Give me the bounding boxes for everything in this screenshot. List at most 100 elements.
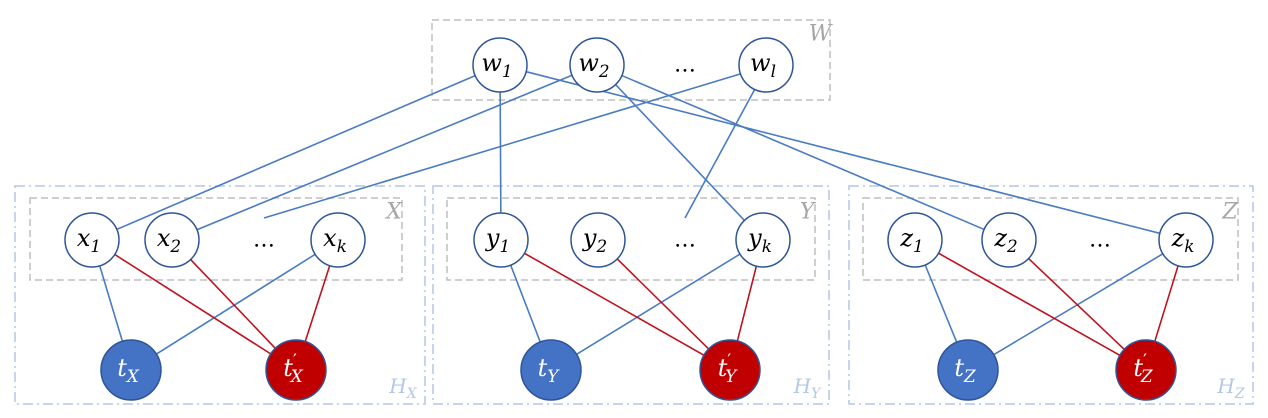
node-yk: yk — [735, 212, 791, 268]
node-z2: z2 — [981, 212, 1037, 268]
hy-group-label: HY — [793, 374, 822, 402]
node-label: y2 — [582, 224, 607, 256]
edge-z2-tZp — [1028, 258, 1125, 350]
edge-x1-tX — [98, 265, 124, 342]
target-circle — [699, 339, 761, 401]
node-circle — [570, 212, 626, 268]
node-z_ellipsis: … — [1089, 228, 1111, 253]
x-group-box — [29, 197, 403, 281]
edge-y1-tYp — [524, 252, 705, 356]
edge-yk-tY — [576, 253, 741, 355]
y-group-box — [446, 197, 816, 281]
hy-group-box — [432, 185, 830, 405]
node-label: x2 — [157, 224, 181, 256]
node-w1: w1 — [472, 37, 528, 93]
target-label: t′Y — [718, 350, 738, 386]
node-x2: x2 — [144, 212, 200, 268]
edge-zk-tZ — [993, 253, 1164, 356]
edge-x1-tXp — [114, 253, 272, 355]
edge-z1-tZp — [938, 252, 1121, 356]
edge-w1-y1 — [499, 91, 502, 214]
edge-xk-tX — [155, 253, 316, 355]
hx-group-label: HX — [388, 374, 417, 402]
node-label: y1 — [485, 224, 510, 256]
node-circle — [64, 212, 120, 268]
node-label: xk — [323, 224, 347, 256]
hz-group-box — [848, 185, 1254, 405]
node-circle — [735, 212, 791, 268]
node-label: z2 — [993, 224, 1017, 256]
node-label: x1 — [77, 224, 101, 256]
ellipsis-label: … — [253, 228, 275, 253]
edge-z1-tZ — [924, 264, 958, 343]
node-y_ellipsis: … — [674, 228, 696, 253]
edge-w1-x1 — [116, 74, 476, 231]
node-y1: y1 — [473, 212, 529, 268]
edge-w2-x2 — [196, 74, 573, 231]
hz-group-label: HZ — [1216, 374, 1244, 402]
ellipsis-label: … — [674, 228, 696, 253]
node-label: wl — [750, 49, 776, 81]
node-circle — [887, 212, 943, 268]
target-node-tY: tY — [520, 339, 582, 401]
node-circle — [981, 212, 1037, 268]
node-x1: x1 — [64, 212, 120, 268]
target-circle — [100, 339, 162, 401]
target-label: t′Z — [1133, 350, 1152, 386]
ellipsis-label: … — [1089, 228, 1111, 253]
node-x_ellipsis: … — [253, 228, 275, 253]
node-circle — [472, 37, 528, 93]
node-w_ellipsis: … — [674, 53, 696, 78]
node-circle — [569, 37, 625, 93]
target-circle — [520, 339, 582, 401]
target-node-tYp: t′Y — [699, 339, 761, 401]
nodes: w1 w2 … wl x1 x2 … xk tX t′X y1 y2 … yk tY t′Y z1 z2 … zk tZ… — [64, 37, 1214, 401]
y-group-label: Y — [800, 200, 817, 225]
node-circle — [473, 212, 529, 268]
node-w2: w2 — [569, 37, 625, 93]
node-label: z1 — [899, 224, 923, 256]
node-y2: y2 — [570, 212, 626, 268]
node-circle — [738, 37, 794, 93]
edge-w2-yk — [615, 84, 745, 221]
target-circle — [1115, 339, 1177, 401]
hx-group-box — [14, 185, 426, 405]
target-circle — [265, 339, 327, 401]
target-label: tY — [538, 354, 561, 386]
node-zk: zk — [1158, 212, 1214, 268]
edge-x2-tXp — [190, 258, 276, 349]
target-node-tXp: t′X — [265, 339, 327, 401]
node-label: yk — [747, 224, 772, 256]
target-label: tZ — [954, 354, 976, 386]
node-label: zk — [1171, 224, 1195, 256]
edge-wl-x_ellipsis — [263, 73, 741, 219]
edge-y2-tYp — [616, 258, 710, 350]
target-node-tZ: tZ — [937, 339, 999, 401]
target-circle — [937, 339, 999, 401]
x-group-label: X — [384, 200, 403, 225]
node-label: w1 — [481, 49, 512, 81]
edges — [98, 70, 1179, 356]
edge-zk-tZp — [1154, 265, 1179, 342]
edge-xk-tXp — [304, 265, 331, 342]
node-circle — [310, 212, 366, 268]
node-z1: z1 — [887, 212, 943, 268]
w-group-label: W — [809, 22, 834, 47]
target-node-tZp: t′Z — [1115, 339, 1177, 401]
edge-w1-zk — [525, 70, 1161, 235]
edge-y1-tY — [509, 264, 541, 343]
node-label: w2 — [578, 49, 609, 81]
target-label: tX — [117, 354, 140, 386]
target-node-tX: tX — [100, 339, 162, 401]
node-circle — [1158, 212, 1214, 268]
node-circle — [144, 212, 200, 268]
node-wl: wl — [738, 37, 794, 93]
edge-w2-z2 — [621, 74, 985, 231]
edge-wl-y_ellipsis — [684, 89, 756, 219]
target-label: t′X — [283, 350, 303, 386]
z-group-label: Z — [1221, 200, 1238, 225]
ellipsis-label: … — [674, 53, 696, 78]
group-boxes — [14, 19, 1254, 405]
